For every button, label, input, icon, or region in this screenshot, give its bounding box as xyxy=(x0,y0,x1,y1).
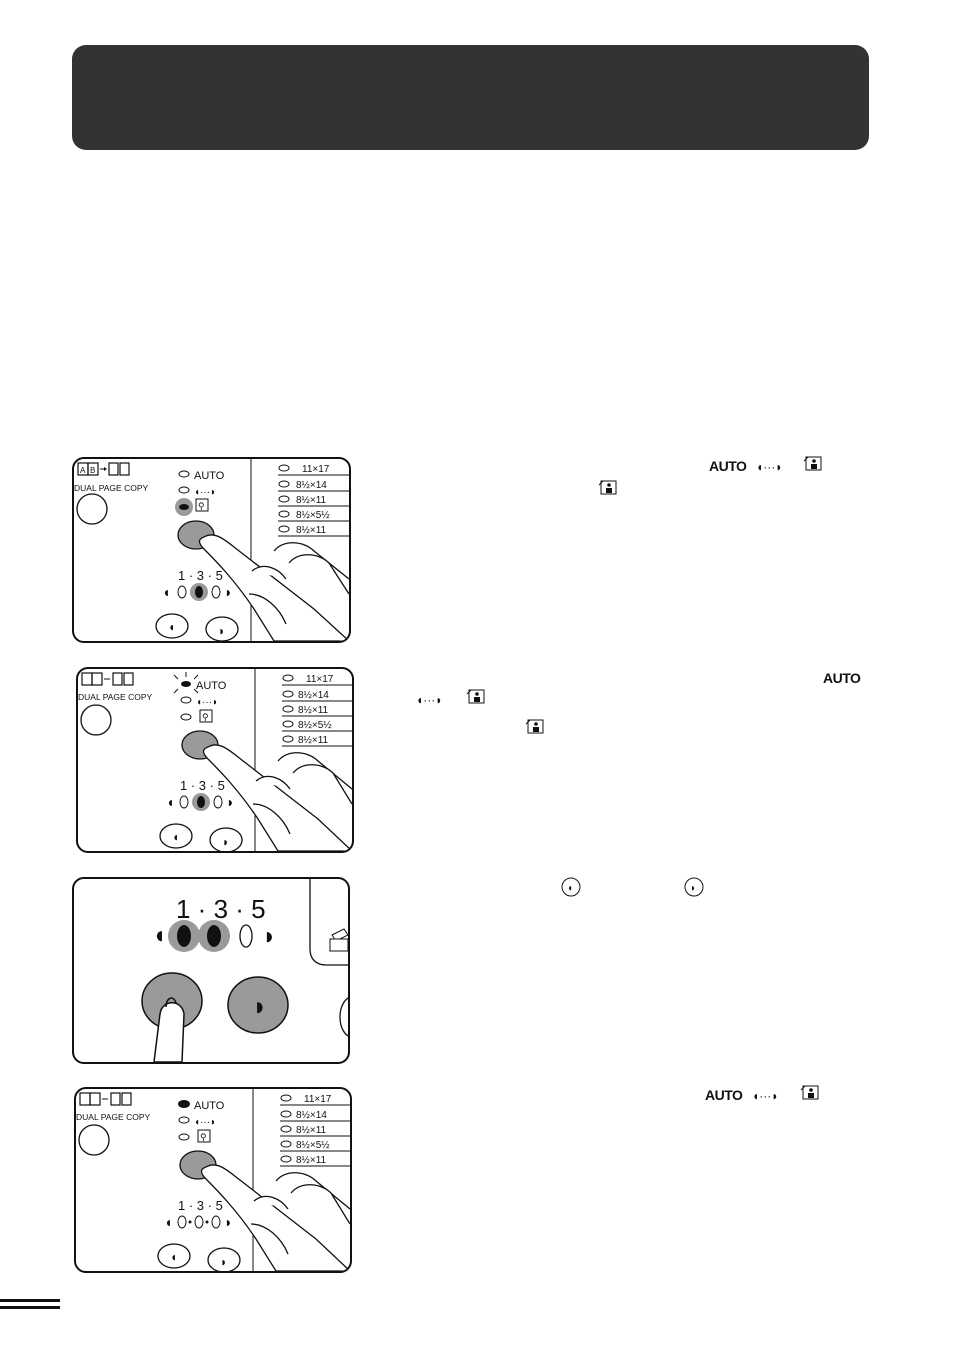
svg-text:8½×5½: 8½×5½ xyxy=(298,720,332,731)
svg-text:DUAL PAGE COPY: DUAL PAGE COPY xyxy=(76,1112,150,1122)
step1-photo-icon xyxy=(803,455,823,471)
step1-exposure-range-icon: ◖···◗ xyxy=(756,459,792,473)
page-marker-line-1 xyxy=(0,1299,60,1302)
header-band xyxy=(72,45,869,150)
svg-text:◖: ◖ xyxy=(166,794,174,810)
svg-text:◖: ◖ xyxy=(168,620,175,634)
svg-text:AUTO: AUTO xyxy=(194,1100,225,1112)
svg-text:◖: ◖ xyxy=(567,883,573,894)
svg-text:◖···◗: ◖···◗ xyxy=(752,1089,778,1102)
svg-text:8½×11: 8½×11 xyxy=(296,1155,327,1166)
svg-text:A: A xyxy=(80,466,86,475)
svg-text:⚲: ⚲ xyxy=(202,712,209,722)
darker-key xyxy=(227,976,289,1034)
svg-text:◗: ◗ xyxy=(226,794,234,810)
svg-text:◖: ◖ xyxy=(164,1214,172,1230)
svg-text:◗: ◗ xyxy=(220,1255,227,1269)
svg-text:◖: ◖ xyxy=(172,830,179,844)
svg-text:◗: ◗ xyxy=(222,835,229,849)
step3-darker-key-icon: ◗ xyxy=(683,876,705,898)
step2-auto-symbol: AUTO xyxy=(823,670,861,686)
auto-led-blinking xyxy=(173,672,199,694)
illustration-panel-3: 1 · 3 · 5 ◖ ◗ ◗ xyxy=(72,877,350,1064)
page-marker-line-2 xyxy=(0,1306,60,1309)
svg-text:DUAL PAGE COPY: DUAL PAGE COPY xyxy=(78,692,152,702)
step1-photo-icon-2 xyxy=(598,479,618,495)
illustration-panel-2: DUAL PAGE COPY AUTO ◖···◗ ⚲ 1 · 3 · 5 ◖ … xyxy=(76,667,354,853)
svg-text:1 · 3 · 5: 1 · 3 · 5 xyxy=(178,1198,223,1213)
svg-text:8½×11: 8½×11 xyxy=(296,495,327,506)
svg-text:◖···◗: ◖···◗ xyxy=(194,487,216,498)
svg-text:◖: ◖ xyxy=(162,584,170,600)
svg-text:◖: ◖ xyxy=(152,922,167,949)
svg-text:1 · 3 · 5: 1 · 3 · 5 xyxy=(180,778,225,793)
svg-text:8½×14: 8½×14 xyxy=(296,480,327,491)
step4-exposure-range-icon: ◖···◗ xyxy=(752,1088,788,1102)
svg-text:◖···◗: ◖···◗ xyxy=(194,1117,216,1128)
svg-text:◖···◗: ◖···◗ xyxy=(416,693,442,706)
svg-text:◗: ◗ xyxy=(690,883,696,894)
step1-auto-symbol: AUTO xyxy=(709,458,747,474)
svg-text:◗: ◗ xyxy=(218,624,225,638)
illustration-panel-4: DUAL PAGE COPY AUTO ◖···◗ ⚲ 1 · 3 · 5 ◖ … xyxy=(74,1087,352,1273)
original-icon xyxy=(329,928,348,952)
svg-text:11×17: 11×17 xyxy=(302,464,330,475)
svg-text:◗: ◗ xyxy=(252,991,268,1021)
svg-text:8½×11: 8½×11 xyxy=(296,525,327,536)
svg-text:◖: ◖ xyxy=(170,1250,177,1264)
pointing-hand xyxy=(198,534,349,641)
pressing-finger xyxy=(153,997,185,1062)
svg-text:8½×14: 8½×14 xyxy=(296,1110,327,1121)
svg-text:8½×11: 8½×11 xyxy=(298,735,329,746)
step2-photo-icon xyxy=(466,688,486,704)
svg-text:◗: ◗ xyxy=(224,584,232,600)
step4-auto-symbol: AUTO xyxy=(705,1087,743,1103)
step2-photo-icon-2 xyxy=(525,718,545,734)
svg-text:◖···◗: ◖···◗ xyxy=(196,697,218,708)
svg-text:◖···◗: ◖···◗ xyxy=(756,460,782,473)
level-numbers: 1 · 3 · 5 xyxy=(178,568,223,583)
svg-text:11×17: 11×17 xyxy=(306,674,334,685)
svg-text:8½×5½: 8½×5½ xyxy=(296,1140,330,1151)
auto-mode-label: AUTO xyxy=(194,470,225,482)
step3-lighter-key-icon: ◖ xyxy=(560,876,582,898)
dual-page-copy-key xyxy=(76,493,108,525)
svg-text:⚲: ⚲ xyxy=(200,1132,207,1142)
dual-page-copy-label: DUAL PAGE COPY xyxy=(74,483,148,493)
svg-text:8½×11: 8½×11 xyxy=(296,1125,327,1136)
svg-text:⚲: ⚲ xyxy=(198,501,205,511)
svg-text:◗: ◗ xyxy=(224,1214,232,1230)
svg-text:8½×11: 8½×11 xyxy=(298,705,329,716)
step2-exposure-range-icon: ◖···◗ xyxy=(416,692,452,706)
svg-text:11×17: 11×17 xyxy=(304,1094,332,1105)
svg-text:B: B xyxy=(90,466,95,475)
svg-text:1 · 3 · 5: 1 · 3 · 5 xyxy=(176,894,266,924)
svg-text:8½×14: 8½×14 xyxy=(298,690,329,701)
step4-photo-icon xyxy=(800,1084,820,1100)
svg-text:AUTO: AUTO xyxy=(196,680,227,692)
svg-text:8½×5½: 8½×5½ xyxy=(296,510,330,521)
svg-text:◗: ◗ xyxy=(262,923,277,950)
paper-size-list: 11×17 8½×14 8½×11 8½×5½ 8½×11 xyxy=(278,464,349,537)
